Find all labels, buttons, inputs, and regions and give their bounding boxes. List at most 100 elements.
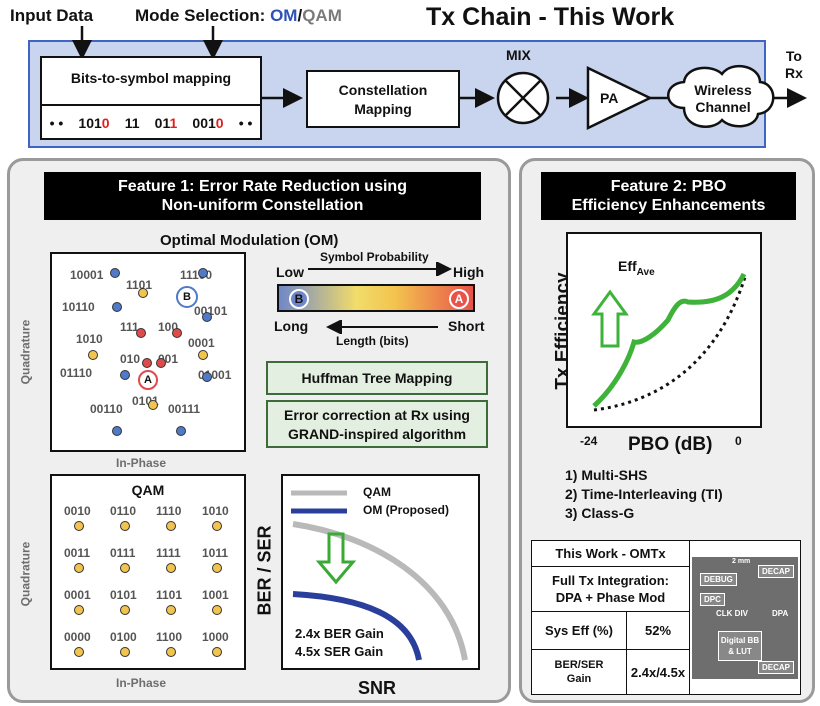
die-2mm: 2 mm bbox=[732, 557, 751, 565]
bits-segment: • • bbox=[49, 115, 64, 131]
qam-point-label: 1100 bbox=[156, 630, 183, 644]
eff-label: Eff bbox=[618, 258, 637, 274]
qam-point bbox=[120, 647, 130, 657]
qam-point-label: 0110 bbox=[110, 504, 137, 518]
qam-inphase-label: In-Phase bbox=[116, 676, 167, 690]
qam-point bbox=[74, 521, 84, 531]
om-point bbox=[198, 268, 208, 278]
sys-eff-label: Sys Eff (%) bbox=[531, 610, 627, 651]
qam-point bbox=[74, 605, 84, 615]
sys-eff-value: 52% bbox=[626, 610, 690, 651]
om-point bbox=[176, 426, 186, 436]
qam-point bbox=[166, 563, 176, 573]
bits-segment: 0 bbox=[215, 115, 224, 131]
qam-point bbox=[74, 563, 84, 573]
bits-segment: 101 bbox=[78, 115, 102, 131]
om-point bbox=[112, 302, 122, 312]
qam-point bbox=[120, 563, 130, 573]
wireless-line-2: Channel bbox=[695, 99, 751, 115]
pa-label: PA bbox=[600, 90, 619, 106]
qam-point-label: 1011 bbox=[202, 546, 229, 560]
snr-axis-label: SNR bbox=[358, 678, 397, 698]
qam-point-label: 0101 bbox=[110, 588, 137, 602]
om-point bbox=[136, 328, 146, 338]
om-quadrature-label: Quadrature bbox=[18, 319, 33, 385]
qam-point-label: 0001 bbox=[64, 588, 91, 602]
qam-point-label: 0111 bbox=[110, 546, 136, 560]
die-photo-cell: 2 mm DEBUG DECAP DPC CLK DIV DPA Digital… bbox=[689, 540, 801, 695]
om-point bbox=[112, 426, 122, 436]
length-arrow bbox=[326, 320, 438, 334]
ber-ser-gain-line-2: Gain bbox=[566, 673, 592, 686]
om-point bbox=[88, 350, 98, 360]
om-point-label: 1010 bbox=[76, 332, 103, 346]
full-tx-cell: Full Tx Integration: DPA + Phase Mod bbox=[531, 566, 690, 612]
om-point-label: 010 bbox=[120, 352, 141, 366]
error-correction-line-1: Error correction at Rx using bbox=[284, 407, 470, 423]
bits-segment: 001 bbox=[192, 115, 216, 131]
error-correction-line-2: GRAND-inspired algorithm bbox=[287, 426, 467, 442]
qam-point bbox=[212, 563, 222, 573]
om-marker-b: B bbox=[176, 286, 198, 308]
die-decap-bottom: DECAP bbox=[758, 660, 795, 674]
qam-point-label: 1111 bbox=[156, 546, 181, 560]
input-data-label: Input Data bbox=[10, 6, 94, 25]
constellation-line-2: Mapping bbox=[354, 101, 412, 117]
marker-b: B bbox=[289, 289, 309, 309]
qam-point-label: 1000 bbox=[202, 630, 229, 644]
length-bits-label: Length (bits) bbox=[336, 334, 409, 348]
feature2-header: Feature 2: PBO Efficiency Enhancements bbox=[541, 172, 796, 220]
om-point-label: 0001 bbox=[188, 336, 215, 350]
qam-point-label: 1001 bbox=[202, 588, 229, 602]
qam-point-label: 0011 bbox=[64, 546, 91, 560]
efficiency-plot-box: EffAve bbox=[566, 232, 762, 428]
qam-title: QAM bbox=[131, 482, 165, 498]
feature2-header-line-2: Efficiency Enhancements bbox=[571, 197, 766, 214]
qam-point bbox=[74, 647, 84, 657]
wireless-cloud bbox=[667, 64, 775, 128]
pa-triangle bbox=[586, 66, 653, 130]
qam-point bbox=[166, 647, 176, 657]
marker-a: A bbox=[449, 289, 469, 309]
om-point-label: 01110 bbox=[60, 366, 93, 380]
ber-ser-gain-line-1: BER/SER bbox=[554, 659, 604, 672]
die-debug: DEBUG bbox=[700, 572, 737, 586]
wireless-line-1: Wireless bbox=[694, 82, 752, 98]
to-rx-label: To Rx bbox=[785, 48, 803, 82]
die-dpa: DPA bbox=[772, 608, 789, 618]
ber-plot-box: QAM OM (Proposed) 2.4x BER Gain 4.5x SER… bbox=[281, 474, 480, 670]
bits-group: 1010 bbox=[78, 115, 109, 131]
die-photo: 2 mm DEBUG DECAP DPC CLK DIV DPA Digital… bbox=[692, 556, 798, 679]
bits-segment: 11 bbox=[124, 115, 140, 131]
tx-chain-wiring bbox=[72, 26, 807, 130]
qam-point bbox=[212, 521, 222, 531]
qam-point-label: 0000 bbox=[64, 630, 91, 644]
om-point-label: 10001 bbox=[70, 268, 104, 282]
ber-ser-axis-label: BER / SER bbox=[254, 525, 275, 616]
ber-ser-gain-value: 2.4x/4.5x bbox=[626, 649, 690, 695]
error-correction-box: Error correction at Rx using GRAND-inspi… bbox=[266, 400, 488, 448]
feature2-header-line-1: Feature 2: PBO bbox=[610, 178, 727, 195]
bits-group: 11 bbox=[125, 115, 140, 131]
pbo-axis-label: PBO (dB) bbox=[628, 434, 713, 455]
qam-point-label: 1101 bbox=[156, 588, 183, 602]
omtx-table-grid: This Work - OMTx 2 mm DEBUG DECAP DPC CL… bbox=[531, 539, 801, 695]
mode-selection-label: Mode Selection: OM/QAM bbox=[135, 6, 342, 26]
up-arrow-icon bbox=[591, 289, 629, 348]
die-clk: CLK DIV bbox=[716, 608, 748, 618]
om-point bbox=[156, 358, 166, 368]
om-point-label: 10110 bbox=[62, 300, 95, 314]
bits-group: • • bbox=[50, 115, 64, 131]
bits-group: 011 bbox=[155, 115, 178, 131]
die-decap-top: DECAP bbox=[758, 564, 795, 578]
qam-point-label: 0100 bbox=[110, 630, 137, 644]
feature2-list-item: 3) Class-G bbox=[565, 505, 635, 521]
mode-qam: QAM bbox=[302, 6, 342, 25]
ber-plot-svg bbox=[291, 490, 468, 661]
high-label: High bbox=[453, 264, 485, 280]
feature2-list-item: 2) Time-Interleaving (TI) bbox=[565, 486, 723, 502]
mode-sep: / bbox=[297, 6, 303, 25]
